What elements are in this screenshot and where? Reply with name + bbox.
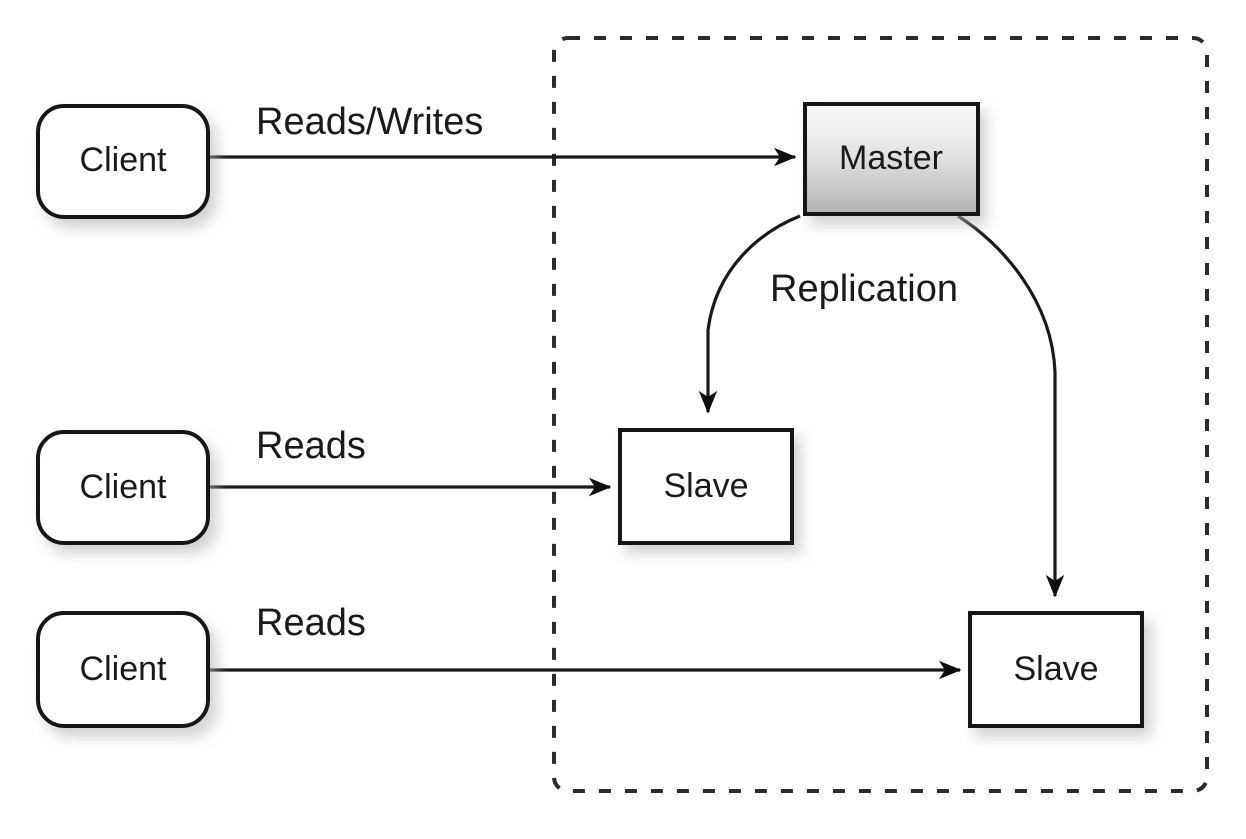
node-client-2[interactable]: Client	[36, 430, 210, 545]
slave-1-box[interactable]	[618, 428, 794, 545]
edge-label-reads-2: Reads	[256, 425, 366, 467]
edge-master-to-slave2-replication	[957, 214, 1065, 598]
edge-label-replication: Replication	[770, 268, 958, 310]
edge-label-reads-writes: Reads/Writes	[256, 101, 483, 143]
node-client-1[interactable]: Client	[36, 104, 210, 219]
client-2-label: Client	[80, 468, 167, 506]
node-master[interactable]: Master	[803, 102, 980, 216]
node-slave-2[interactable]: Slave	[968, 611, 1144, 728]
slave-2-box[interactable]	[968, 611, 1144, 728]
node-slave-1[interactable]: Slave	[618, 428, 794, 545]
slave-2-label: Slave	[1013, 650, 1098, 688]
client-2-box[interactable]	[36, 430, 210, 545]
node-client-3[interactable]: Client	[36, 611, 210, 728]
database-cluster-boundary	[552, 36, 1209, 793]
client-1-label: Client	[80, 141, 167, 179]
slave-1-label: Slave	[663, 467, 748, 505]
client-3-box[interactable]	[36, 611, 210, 728]
master-label: Master	[839, 139, 943, 177]
client-3-label: Client	[80, 650, 167, 688]
master-box[interactable]	[803, 102, 980, 216]
edge-master-to-slave1-replication	[698, 214, 801, 414]
edge-label-reads-3: Reads	[256, 602, 366, 644]
client-1-box[interactable]	[36, 104, 210, 219]
